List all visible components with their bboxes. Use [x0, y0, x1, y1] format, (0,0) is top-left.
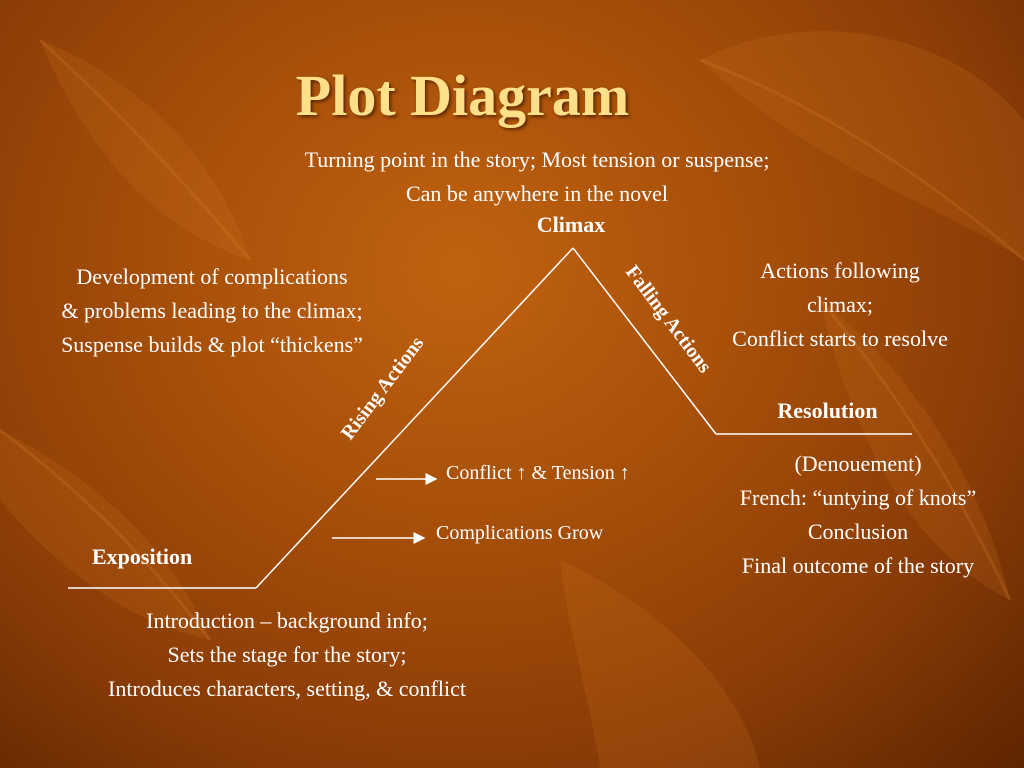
exposition-description-line: Sets the stage for the story; [167, 642, 407, 667]
falling-action-line [572, 247, 717, 435]
rising-description-line: Suspense builds & plot “thickens” [61, 332, 363, 357]
resolution-label: Resolution [777, 398, 878, 423]
exposition-description-line: Introduction – background info; [146, 608, 428, 633]
climax-description: Turning point in the story; Most tension… [200, 143, 874, 211]
falling-description-line: climax; [807, 292, 873, 317]
falling-description-line: Actions following [760, 258, 920, 283]
page-title: Plot Diagram [295, 63, 630, 128]
climax-description-line: Turning point in the story; Most tension… [304, 147, 770, 172]
falling-description-line: Conflict starts to resolve [732, 326, 948, 351]
rising-action-description: Development of complications & problems … [4, 260, 420, 362]
rising-description-line: Development of complications [76, 264, 348, 289]
rising-action-line [255, 247, 574, 589]
resolution-description-line: French: “untying of knots” [739, 485, 977, 510]
exposition-label: Exposition [92, 544, 193, 569]
falling-action-description: Actions following climax; Conflict start… [690, 254, 990, 356]
climax-description-line: Can be anywhere in the novel [405, 181, 669, 206]
complications-grow-note: Complications Grow [436, 522, 604, 544]
resolution-description-line: (Denouement) [794, 451, 922, 476]
conflict-tension-note: Conflict ↑ & Tension ↑ [446, 462, 630, 484]
climax-label: Climax [536, 212, 606, 237]
resolution-description-line: Final outcome of the story [741, 553, 975, 578]
exposition-description: Introduction – background info; Sets the… [40, 604, 534, 706]
rising-description-line: & problems leading to the climax; [61, 298, 363, 323]
exposition-description-line: Introduces characters, setting, & confli… [108, 676, 466, 701]
resolution-description-line: Conclusion [807, 519, 909, 544]
resolution-description: (Denouement) French: “untying of knots” … [696, 447, 1020, 583]
